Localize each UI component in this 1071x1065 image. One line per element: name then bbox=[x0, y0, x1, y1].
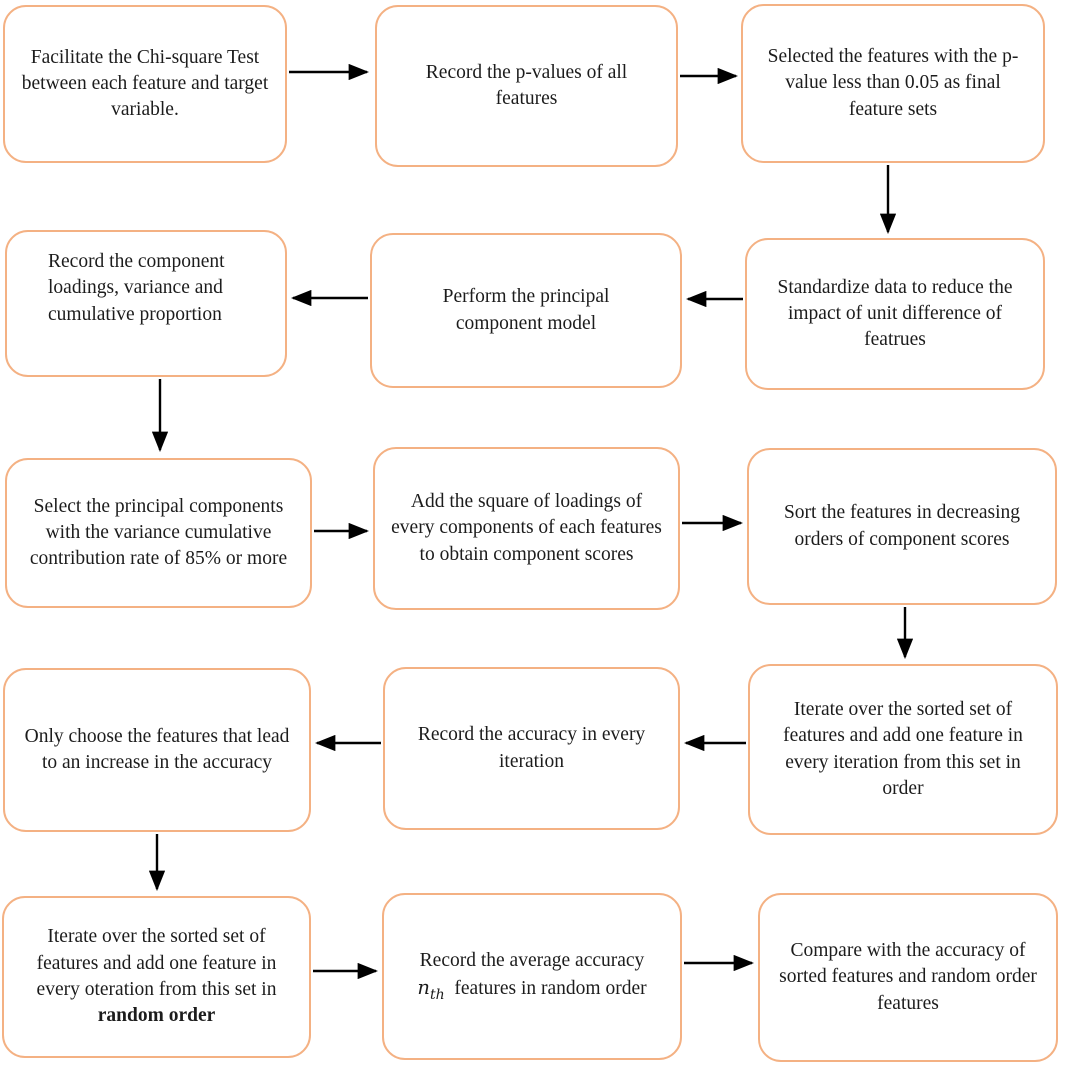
flow-step-12-label: Only choose the features that lead to an… bbox=[24, 725, 290, 773]
flow-step-2-label: Record the p-values of all features bbox=[425, 61, 628, 109]
flow-step-10-label: Iterate over the sorted set of features … bbox=[783, 698, 1023, 799]
flow-step-5-label: Perform the principal component model bbox=[442, 286, 610, 334]
flow-step-14-record-average-accuracy: Record the average accuracy nth features… bbox=[382, 893, 682, 1060]
flow-step-9-sort-features: Sort the features in decreasing orders o… bbox=[747, 448, 1057, 605]
flow-step-1-chi-square-test: Facilitate the Chi-square Test between e… bbox=[3, 5, 287, 163]
flow-step-6-label: Record the component loadings, variance … bbox=[48, 251, 225, 325]
flow-step-13-bold-text: random order bbox=[97, 1005, 216, 1027]
nth-math-symbol: nth bbox=[417, 975, 445, 1003]
flow-step-13-text: Iterate over the sorted set of features … bbox=[36, 926, 277, 1000]
flow-step-9-label: Sort the features in decreasing orders o… bbox=[783, 502, 1021, 550]
flow-step-3-label: Selected the features with the p-value l… bbox=[767, 46, 1019, 120]
flow-step-4-standardize-data: Standardize data to reduce the impact of… bbox=[745, 238, 1045, 390]
flow-step-4-label: Standardize data to reduce the impact of… bbox=[777, 276, 1013, 351]
flow-step-8-label: Add the square of loadings of every comp… bbox=[391, 491, 662, 565]
flow-step-11-record-accuracy: Record the accuracy in every iteration bbox=[383, 667, 680, 830]
flow-step-13-label: Iterate over the sorted set of features … bbox=[20, 924, 293, 1029]
flow-step-2-record-p-values: Record the p-values of all features bbox=[375, 5, 678, 167]
flow-step-13-iterate-random-order: Iterate over the sorted set of features … bbox=[2, 896, 311, 1058]
flow-step-7-label: Select the principal components with the… bbox=[29, 495, 288, 570]
flow-step-12-choose-features: Only choose the features that lead to an… bbox=[3, 668, 311, 832]
flow-step-15-compare-accuracy: Compare with the accuracy of sorted feat… bbox=[758, 893, 1058, 1062]
flow-step-8-component-scores: Add the square of loadings of every comp… bbox=[373, 447, 680, 610]
flow-step-1-label: Facilitate the Chi-square Test between e… bbox=[21, 46, 269, 121]
flow-step-14-text-before: Record the average accuracy bbox=[419, 950, 645, 972]
flow-step-11-label: Record the accuracy in every iteration bbox=[417, 724, 646, 772]
flow-step-14-text-after: features in random order bbox=[454, 977, 647, 999]
flow-step-6-record-loadings: Record the component loadings, variance … bbox=[5, 230, 287, 377]
flow-step-7-select-components: Select the principal components with the… bbox=[5, 458, 312, 608]
flow-step-5-pca-model: Perform the principal component model bbox=[370, 233, 682, 388]
flow-step-14-label: Record the average accuracy nth features… bbox=[417, 948, 646, 1004]
flow-step-15-label: Compare with the accuracy of sorted feat… bbox=[779, 940, 1037, 1014]
flow-step-10-iterate-in-order: Iterate over the sorted set of features … bbox=[748, 664, 1058, 835]
flow-step-3-select-features: Selected the features with the p-value l… bbox=[741, 4, 1045, 163]
